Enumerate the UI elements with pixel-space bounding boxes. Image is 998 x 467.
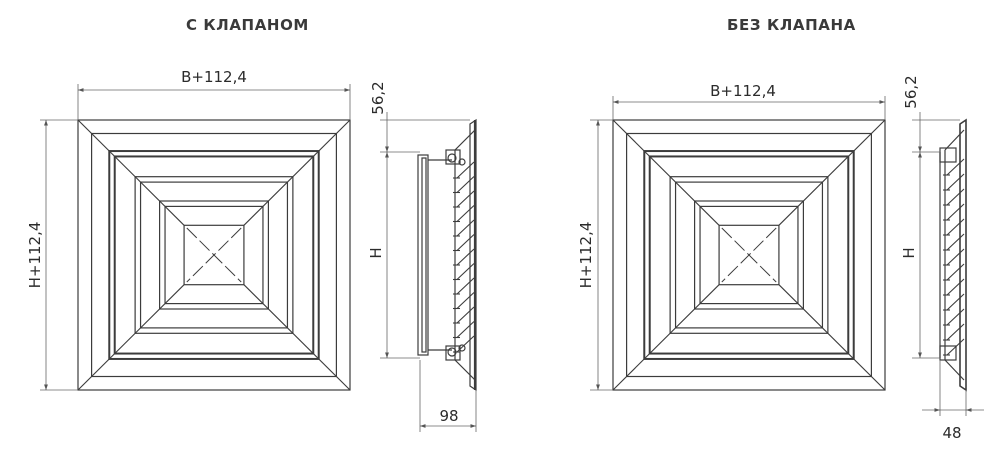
width-dimension-left <box>77 84 351 120</box>
frame-ring <box>77 119 351 391</box>
louver-blade <box>456 248 475 266</box>
louver-blade <box>456 263 475 280</box>
mitre-line <box>778 284 886 391</box>
louver-blade <box>946 233 965 251</box>
height-label-left: H+112,4 <box>26 222 44 289</box>
louver-blade <box>946 278 965 296</box>
louver-blade <box>946 248 965 266</box>
frame-ring <box>612 119 886 391</box>
louver-blade <box>946 218 965 236</box>
inner-height-dimension-left <box>380 152 420 359</box>
frame-ring <box>674 181 824 329</box>
inner-height-dimension-right <box>912 152 940 359</box>
offset-dimension-right <box>912 112 960 153</box>
mitre-line <box>77 284 185 391</box>
louver-blade <box>456 219 475 237</box>
louver-blade <box>456 176 475 193</box>
louver-blade <box>456 161 475 179</box>
mitre-line <box>612 284 720 391</box>
louver-blade <box>946 188 965 206</box>
louver-blade <box>946 308 965 326</box>
frame-ring <box>90 132 338 378</box>
frame-ring <box>159 200 270 310</box>
louver-blade <box>946 173 965 191</box>
offset-label-left: 56,2 <box>369 81 387 114</box>
frame-ring <box>134 176 294 334</box>
inner-height-label-left: H <box>367 247 385 258</box>
width-dimension-right <box>612 96 886 120</box>
title-with-valve: С КЛАПАНОМ <box>186 16 309 34</box>
mitre-line <box>243 284 351 391</box>
louver-blade <box>456 306 475 324</box>
frame-ring <box>669 176 829 334</box>
height-dimension-left <box>40 119 78 391</box>
louver-blade <box>456 277 475 295</box>
louver-blade <box>456 190 475 208</box>
louver-blade <box>946 263 965 281</box>
width-label-right: B+112,4 <box>710 82 776 100</box>
louver-blade <box>456 205 475 222</box>
frame-ring <box>699 205 799 305</box>
louver-blades-right <box>943 158 965 356</box>
depth-label-right: 48 <box>942 424 961 442</box>
frame-ring <box>643 150 855 360</box>
front-view-without-valve <box>612 119 886 391</box>
height-label-right: H+112,4 <box>577 222 595 289</box>
frame-ring <box>648 155 850 355</box>
depth-dimension-left <box>419 360 477 432</box>
title-without-valve: БЕЗ КЛАПАНА <box>727 16 856 34</box>
height-dimension-right <box>590 119 613 391</box>
louver-blade <box>456 292 475 309</box>
frame-ring <box>625 132 872 378</box>
mitre-line <box>778 119 886 226</box>
louver-blade <box>456 321 475 338</box>
frame-ring <box>108 150 320 360</box>
louver-blade <box>946 158 965 176</box>
frame-ring <box>718 224 780 286</box>
louver-blade <box>946 203 965 221</box>
offset-dimension-left <box>380 112 470 153</box>
frame-ring <box>164 205 264 305</box>
depth-dimension-right <box>922 360 984 416</box>
inner-height-label-right: H <box>900 247 918 258</box>
mitre-line <box>243 119 351 226</box>
center-cross-line <box>186 227 242 283</box>
louver-blade <box>946 293 965 311</box>
front-view-with-valve <box>77 119 351 391</box>
louver-blades-left <box>453 161 475 353</box>
frame-ring <box>113 155 315 355</box>
louver-blade <box>946 323 965 341</box>
louver-blade <box>456 335 475 353</box>
louver-blade <box>456 234 475 251</box>
frame-ring <box>183 224 245 286</box>
width-label-left: B+112,4 <box>181 68 247 86</box>
offset-label-right: 56,2 <box>902 75 920 108</box>
frame-ring <box>139 181 289 329</box>
mitre-line <box>77 119 185 226</box>
depth-label-left: 98 <box>439 407 458 425</box>
mitre-line <box>612 119 720 226</box>
frame-ring <box>693 200 804 310</box>
center-cross-line <box>721 227 777 283</box>
louver-blade <box>946 338 965 356</box>
